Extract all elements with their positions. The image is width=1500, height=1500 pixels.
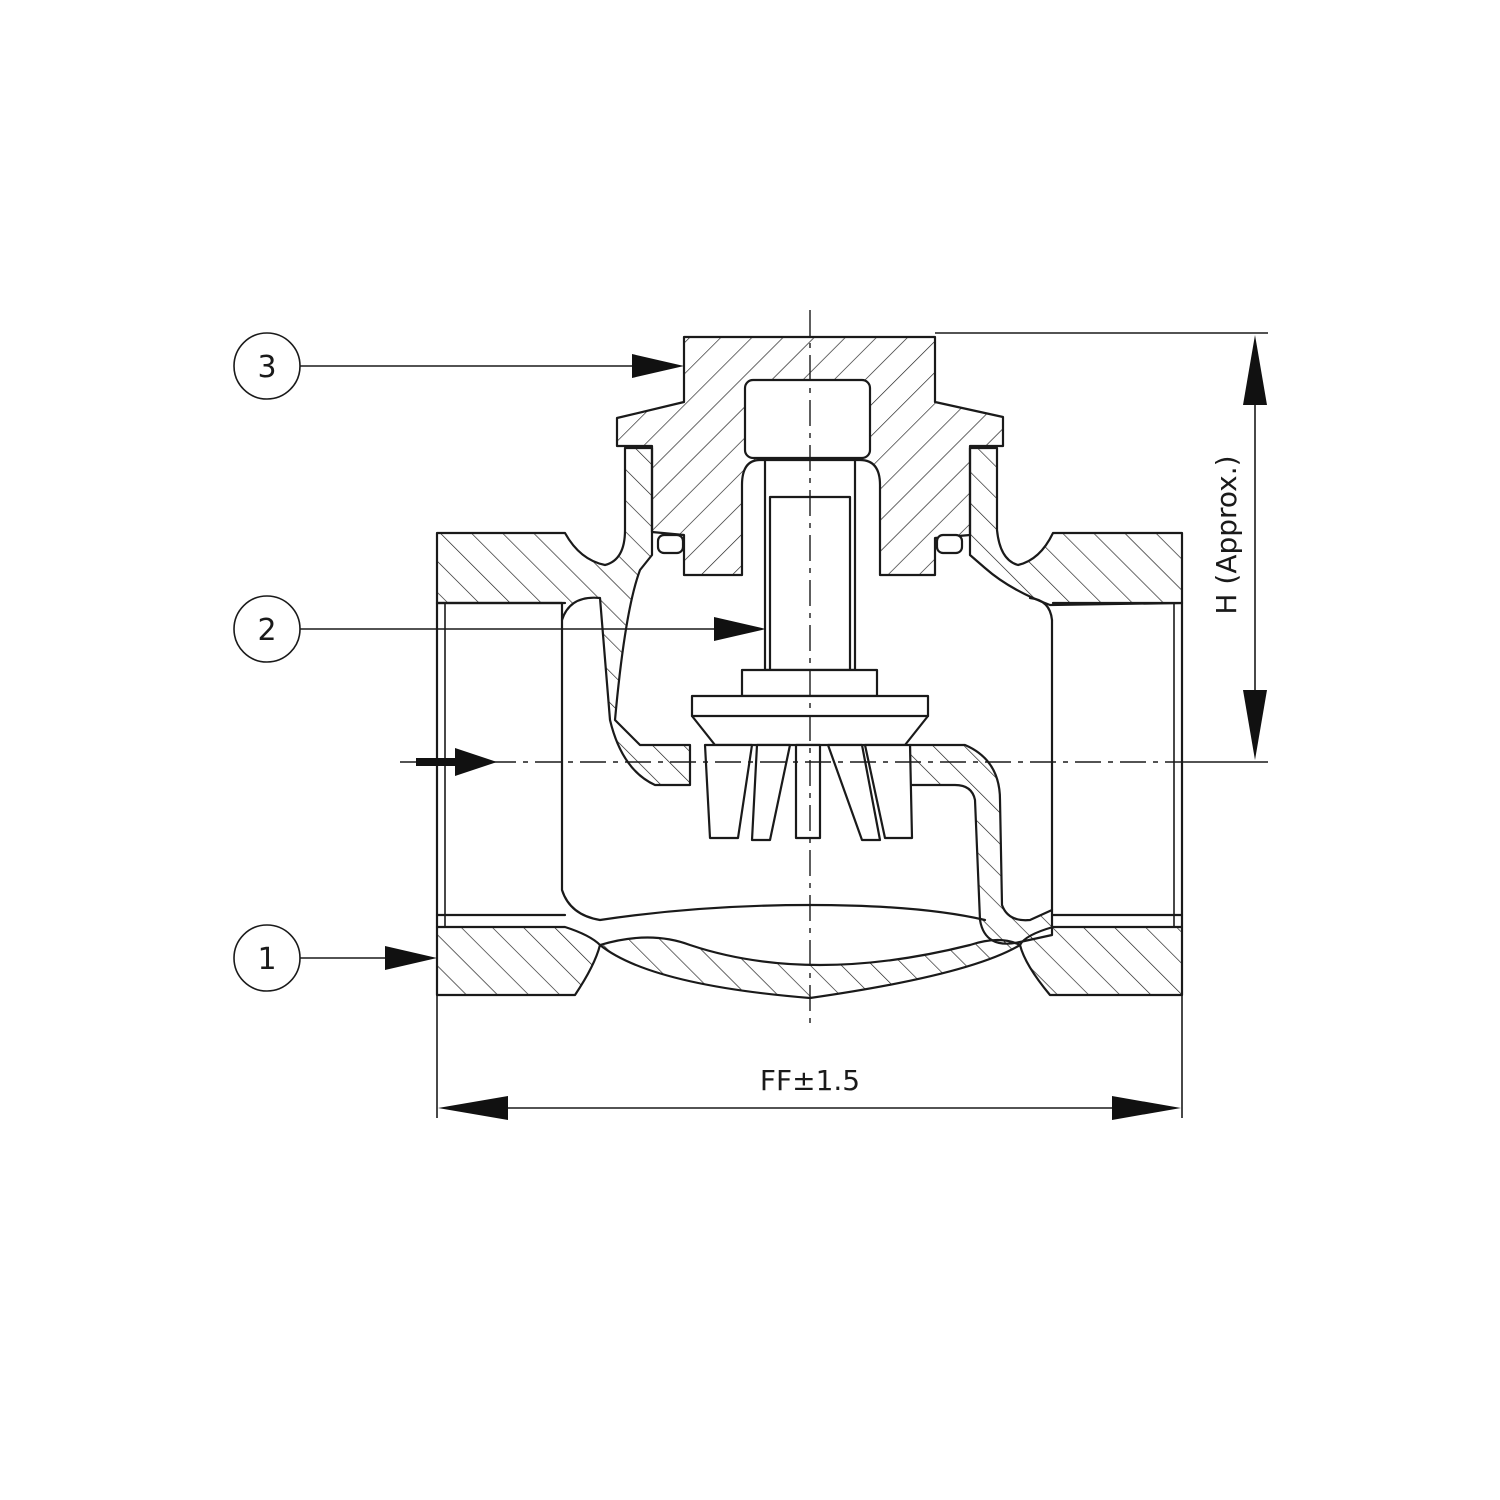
disc-guide-wing-mid-left [750,743,792,842]
disc-guide-wing-mid-right [826,743,882,842]
body-cavity-outline [560,618,987,922]
body-left-top-wall [435,446,692,787]
body-left-bottom-wall [435,925,602,997]
body-bottom-belly [598,936,1022,1000]
height-dimension-label: H (Approx.) [1210,455,1243,614]
face-to-face-dimension: FF±1.5 [436,995,1183,1120]
callout-3: 3 [233,332,684,400]
disc-guide-wing-right [863,743,914,840]
valve-body [435,446,1184,1000]
callout-3-number: 3 [257,350,276,385]
disc-guide-wing-left [703,743,754,840]
face-to-face-dimension-label: FF±1.5 [760,1064,860,1097]
callout-1-number: 1 [257,942,276,977]
callout-2: 2 [233,595,766,663]
height-dimension: H (Approx.) [935,332,1268,763]
body-right-bottom-wall [1018,925,1184,997]
callout-1: 1 [233,924,437,992]
callout-2-number: 2 [257,613,276,648]
body-right-inner-wall [908,743,1054,945]
cap-stem-pocket [743,378,872,460]
flow-direction-arrow [416,748,497,776]
body-right-top-wall [968,446,1184,607]
